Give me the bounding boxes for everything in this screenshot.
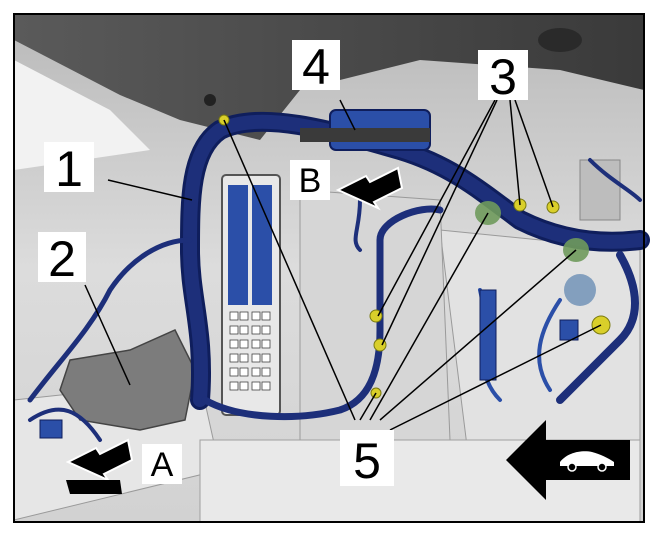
svg-text:B: B bbox=[299, 162, 322, 200]
view-arrow-a-icon bbox=[65, 438, 134, 494]
callout-4: 4 bbox=[292, 39, 340, 95]
svg-text:5: 5 bbox=[353, 433, 381, 489]
figure-border bbox=[13, 13, 645, 523]
small-connectors bbox=[39, 289, 579, 439]
callout-2: 2 bbox=[38, 231, 86, 287]
svg-text:A: A bbox=[151, 446, 174, 484]
svg-text:2: 2 bbox=[48, 231, 76, 287]
view-label-b: B bbox=[290, 160, 330, 200]
callout-5: 5 bbox=[340, 430, 394, 489]
svg-text:1: 1 bbox=[55, 141, 83, 197]
front-of-car-direction-arrow-icon bbox=[506, 420, 630, 500]
callout-1: 1 bbox=[44, 141, 94, 197]
view-label-a: A bbox=[142, 444, 182, 484]
connector-bracket bbox=[300, 109, 431, 151]
svg-text:3: 3 bbox=[489, 49, 517, 105]
view-arrow-b-icon bbox=[335, 166, 404, 211]
tie-points bbox=[218, 114, 611, 399]
svg-text:4: 4 bbox=[302, 39, 330, 95]
callout-3: 3 bbox=[478, 49, 528, 105]
leader-lines bbox=[84, 99, 602, 431]
fuse-box bbox=[221, 174, 281, 416]
